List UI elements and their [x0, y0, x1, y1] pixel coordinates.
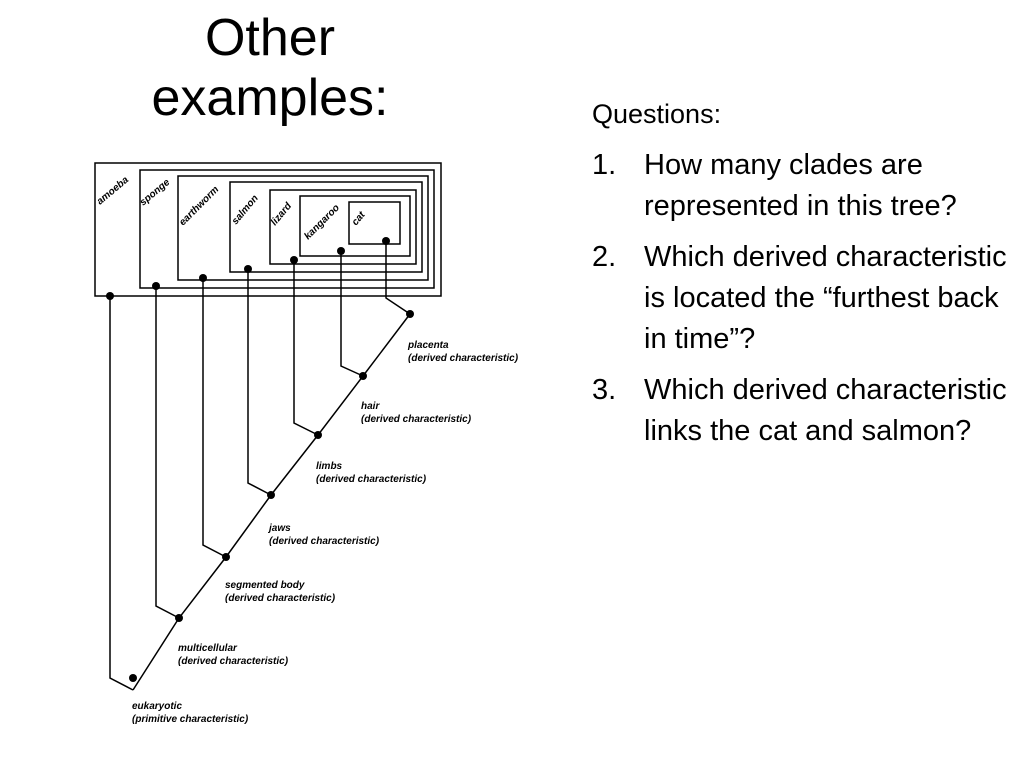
node-dot [175, 614, 183, 622]
box-amoeba [94, 162, 442, 297]
branch-sponge [155, 286, 180, 619]
questions-heading: Questions: [592, 99, 722, 129]
taxon-label: earthworm [177, 184, 221, 228]
node-dot [106, 292, 114, 300]
cladogram: amoeba sponge earthworm salmon lizard ka… [94, 162, 519, 725]
title-line-2: examples: [151, 69, 389, 127]
trait-name: hair [361, 401, 380, 412]
branch-kangaroo [340, 251, 364, 377]
node-dot [314, 431, 322, 439]
node-dot [406, 310, 414, 318]
box-earthworm [177, 175, 429, 281]
question-text: Which derived characteristic links the c… [644, 374, 1007, 447]
question-text: How many clades are represented in this … [644, 149, 957, 222]
branch-lizard [293, 260, 319, 436]
slide-title: Other examples: [100, 8, 440, 128]
questions-panel: Questions: 1. How many clades are repres… [592, 94, 1020, 462]
taxon-label: kangaroo [302, 203, 342, 243]
node-dot [267, 491, 275, 499]
question-item: 1. How many clades are represented in th… [592, 145, 1020, 227]
node-dot [129, 674, 137, 682]
question-item: 2. Which derived characteristic is locat… [592, 237, 1020, 360]
node-dot [359, 372, 367, 380]
node-dot [290, 256, 298, 264]
taxon-label: amoeba [95, 174, 131, 207]
taxon-label: salmon [230, 193, 261, 227]
trait-name: placenta [407, 340, 449, 351]
trait-name: limbs [316, 461, 343, 472]
trait-name: jaws [267, 523, 291, 534]
trait-kind: (derived characteristic) [225, 593, 336, 604]
characteristic-labels: placenta (derived characteristic) hair (… [132, 340, 519, 725]
taxon-labels: amoeba sponge earthworm salmon lizard ka… [95, 174, 368, 242]
branch-cat [385, 241, 411, 315]
trait-kind: (primitive characteristic) [132, 714, 249, 725]
tree-nodes [106, 237, 414, 682]
trait-kind: (derived characteristic) [408, 353, 519, 364]
title-line-1: Other [204, 9, 336, 67]
taxon-label: lizard [269, 200, 295, 228]
trait-kind: (derived characteristic) [178, 656, 289, 667]
question-item: 3. Which derived characteristic links th… [592, 370, 1020, 452]
branch-salmon [247, 269, 272, 496]
box-sponge [139, 169, 435, 289]
branch-earthworm [202, 278, 227, 558]
main-trunk [132, 313, 411, 691]
node-dot [199, 274, 207, 282]
node-dot [382, 237, 390, 245]
node-dot [152, 282, 160, 290]
trait-name: multicellular [178, 643, 238, 654]
trait-name: eukaryotic [132, 701, 182, 712]
trait-kind: (derived characteristic) [269, 536, 380, 547]
tree-branches [109, 241, 411, 691]
question-number: 1. [592, 149, 617, 181]
node-dot [244, 265, 252, 273]
nested-boxes [94, 162, 442, 297]
branch-amoeba [109, 296, 134, 691]
box-salmon [229, 181, 423, 273]
trait-name: segmented body [225, 580, 305, 591]
trait-kind: (derived characteristic) [316, 474, 427, 485]
box-kangaroo [299, 195, 411, 257]
node-dot [337, 247, 345, 255]
trait-kind: (derived characteristic) [361, 414, 472, 425]
question-number: 3. [592, 374, 617, 406]
question-number: 2. [592, 241, 617, 273]
question-text: Which derived characteristic is located … [644, 241, 1007, 355]
taxon-label: cat [350, 209, 368, 228]
question-list: 1. How many clades are represented in th… [592, 145, 1020, 452]
box-cat [348, 201, 401, 245]
box-lizard [269, 189, 417, 265]
taxon-label: sponge [138, 177, 173, 209]
node-dot [222, 553, 230, 561]
